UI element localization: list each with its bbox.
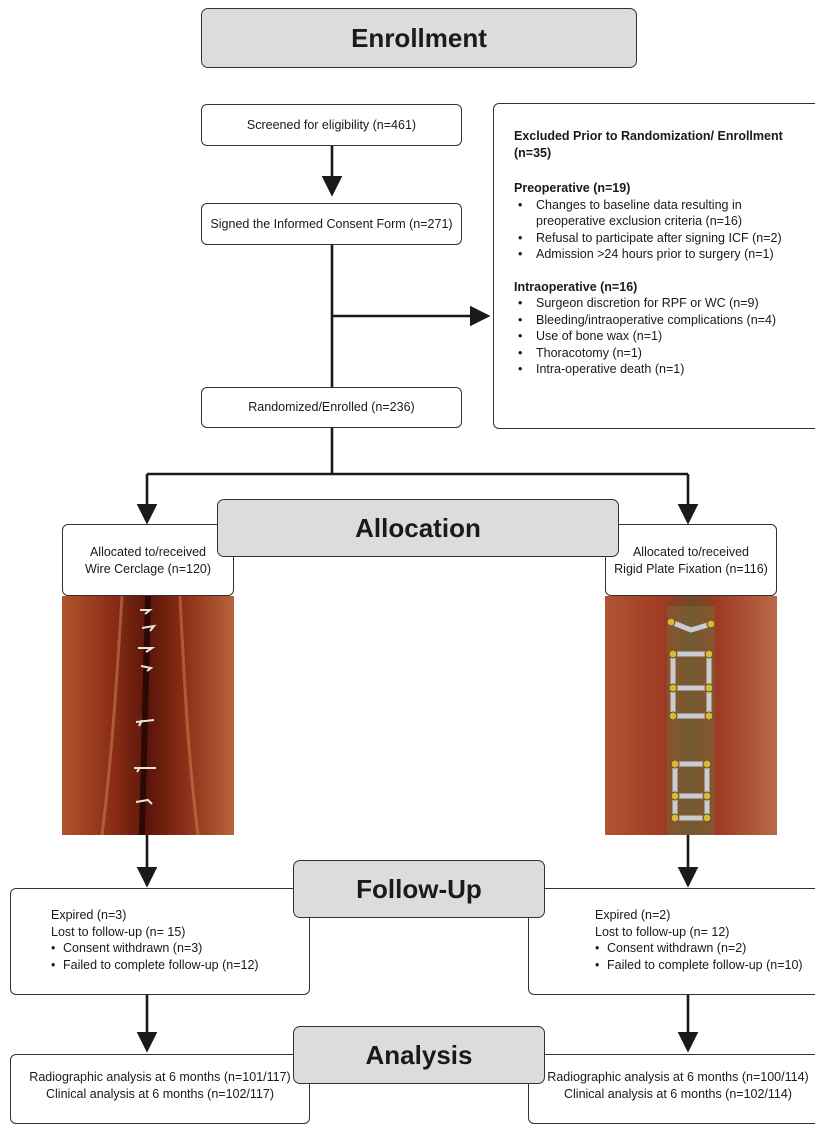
intraop-item: Surgeon discretion for RPF or WC (n=9) (514, 295, 812, 312)
rpf-alloc-line1: Allocated to/received (632, 545, 750, 559)
consent-box: Signed the Informed Consent Form (n=271) (201, 203, 462, 245)
preop-title: Preoperative (n=19) (514, 181, 631, 195)
rpf-analysis-box: Radiographic analysis at 6 months (n=100… (528, 1054, 815, 1124)
stage-allocation-label: Allocation (355, 512, 481, 543)
randomized-text: Randomized/Enrolled (n=236) (248, 400, 415, 415)
consent-text: Signed the Informed Consent Form (n=271) (210, 216, 453, 231)
wire-cerclage-photo (62, 596, 234, 835)
stage-enrollment-label: Enrollment (351, 22, 487, 53)
rpf-followup-item: Consent withdrawn (n=2) (595, 940, 815, 957)
rpf-allocation-box: Allocated to/received Rigid Plate Fixati… (605, 524, 777, 596)
wc-allocation-box: Allocated to/received Wire Cerclage (n=1… (62, 524, 234, 596)
screened-text: Screened for eligibility (n=461) (246, 117, 417, 132)
screened-box: Screened for eligibility (n=461) (201, 104, 462, 146)
rpf-expired: Expired (n=2) (595, 908, 671, 922)
wc-lost: Lost to follow-up (n= 15) (51, 924, 186, 939)
rpf-alloc-line2: Rigid Plate Fixation (n=116) (614, 561, 768, 576)
wc-followup-item: Consent withdrawn (n=3) (51, 940, 309, 957)
intraop-item: Intra-operative death (n=1) (514, 361, 812, 378)
wc-followup-box: Expired (n=3) Lost to follow-up (n= 15) … (10, 888, 310, 995)
intraop-item: Thoracotomy (n=1) (514, 345, 812, 362)
preop-list: Changes to baseline data resulting in pr… (514, 197, 812, 263)
stage-analysis: Analysis (293, 1026, 545, 1084)
rpf-radiographic: Radiographic analysis at 6 months (n=100… (547, 1070, 809, 1084)
rpf-followup-box: Expired (n=2) Lost to follow-up (n= 12) … (528, 888, 815, 995)
wc-alloc-line1: Allocated to/received (89, 545, 207, 559)
stage-analysis-label: Analysis (365, 1039, 473, 1070)
preop-item: Refusal to participate after signing ICF… (514, 230, 812, 247)
wc-alloc-line2: Wire Cerclage (n=120) (84, 561, 212, 576)
intraop-item: Use of bone wax (n=1) (514, 328, 812, 345)
excluded-box: Excluded Prior to Randomization/ Enrollm… (493, 103, 815, 429)
rpf-followup-item: Failed to complete follow-up (n=10) (595, 957, 815, 974)
intraop-list: Surgeon discretion for RPF or WC (n=9) B… (514, 295, 812, 378)
wc-radiographic: Radiographic analysis at 6 months (n=101… (29, 1070, 291, 1084)
excluded-title: Excluded Prior to Randomization/ Enrollm… (514, 129, 783, 160)
wc-followup-item: Failed to complete follow-up (n=12) (51, 957, 309, 974)
rpf-followup-list: Consent withdrawn (n=2) Failed to comple… (595, 940, 815, 973)
wc-followup-list: Consent withdrawn (n=3) Failed to comple… (51, 940, 309, 973)
rigid-plate-photo (605, 596, 777, 835)
intraop-title: Intraoperative (n=16) (514, 279, 638, 294)
preop-item: Changes to baseline data resulting in pr… (514, 197, 812, 230)
wc-expired: Expired (n=3) (51, 908, 127, 922)
randomized-box: Randomized/Enrolled (n=236) (201, 387, 462, 428)
rpf-clinical: Clinical analysis at 6 months (n=102/114… (563, 1086, 792, 1101)
stage-enrollment: Enrollment (201, 8, 637, 68)
preop-item: Admission >24 hours prior to surgery (n=… (514, 246, 812, 263)
rpf-lost: Lost to follow-up (n= 12) (595, 924, 730, 939)
stage-allocation: Allocation (217, 499, 619, 557)
wc-analysis-box: Radiographic analysis at 6 months (n=101… (10, 1054, 310, 1124)
stage-followup-label: Follow-Up (356, 873, 482, 904)
intraop-item: Bleeding/intraoperative complications (n… (514, 312, 812, 329)
stage-followup: Follow-Up (293, 860, 545, 918)
wc-clinical: Clinical analysis at 6 months (n=102/117… (45, 1086, 274, 1101)
